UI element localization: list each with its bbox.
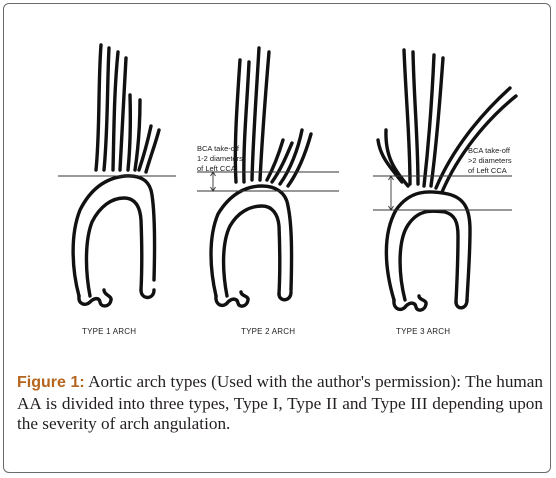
type-3-annotation: BCA take-off >2 diameters of Left CCA	[468, 146, 512, 176]
type-3-annotation-line-3: of Left CCA	[468, 166, 507, 175]
figure-caption-label: Figure 1:	[17, 374, 85, 391]
type-2-annotation: BCA take-off 1-2 diameters of Left CCA	[197, 144, 243, 174]
type-2-annotation-line-3: of Left CCA	[197, 164, 236, 173]
type-2-annotation-line-2: 1-2 diameters	[197, 154, 243, 163]
figure-caption-text: Aortic arch types (Used with the author'…	[17, 372, 544, 433]
type-2-label: TYPE 2 ARCH	[241, 327, 296, 336]
type-3-arch-drawing	[376, 48, 518, 312]
type-3-annotation-line-2: >2 diameters	[468, 156, 512, 165]
type-1-label: TYPE 1 ARCH	[82, 327, 137, 336]
type-3-annotation-line-1: BCA take-off	[468, 146, 510, 155]
type-2-arch-drawing	[209, 46, 313, 308]
figure-caption: Figure 1: Aortic arch types (Used with t…	[17, 372, 543, 435]
type-1-arch-drawing	[71, 43, 161, 308]
type-3-label: TYPE 3 ARCH	[396, 327, 451, 336]
type-2-annotation-line-1: BCA take-off	[197, 144, 239, 153]
